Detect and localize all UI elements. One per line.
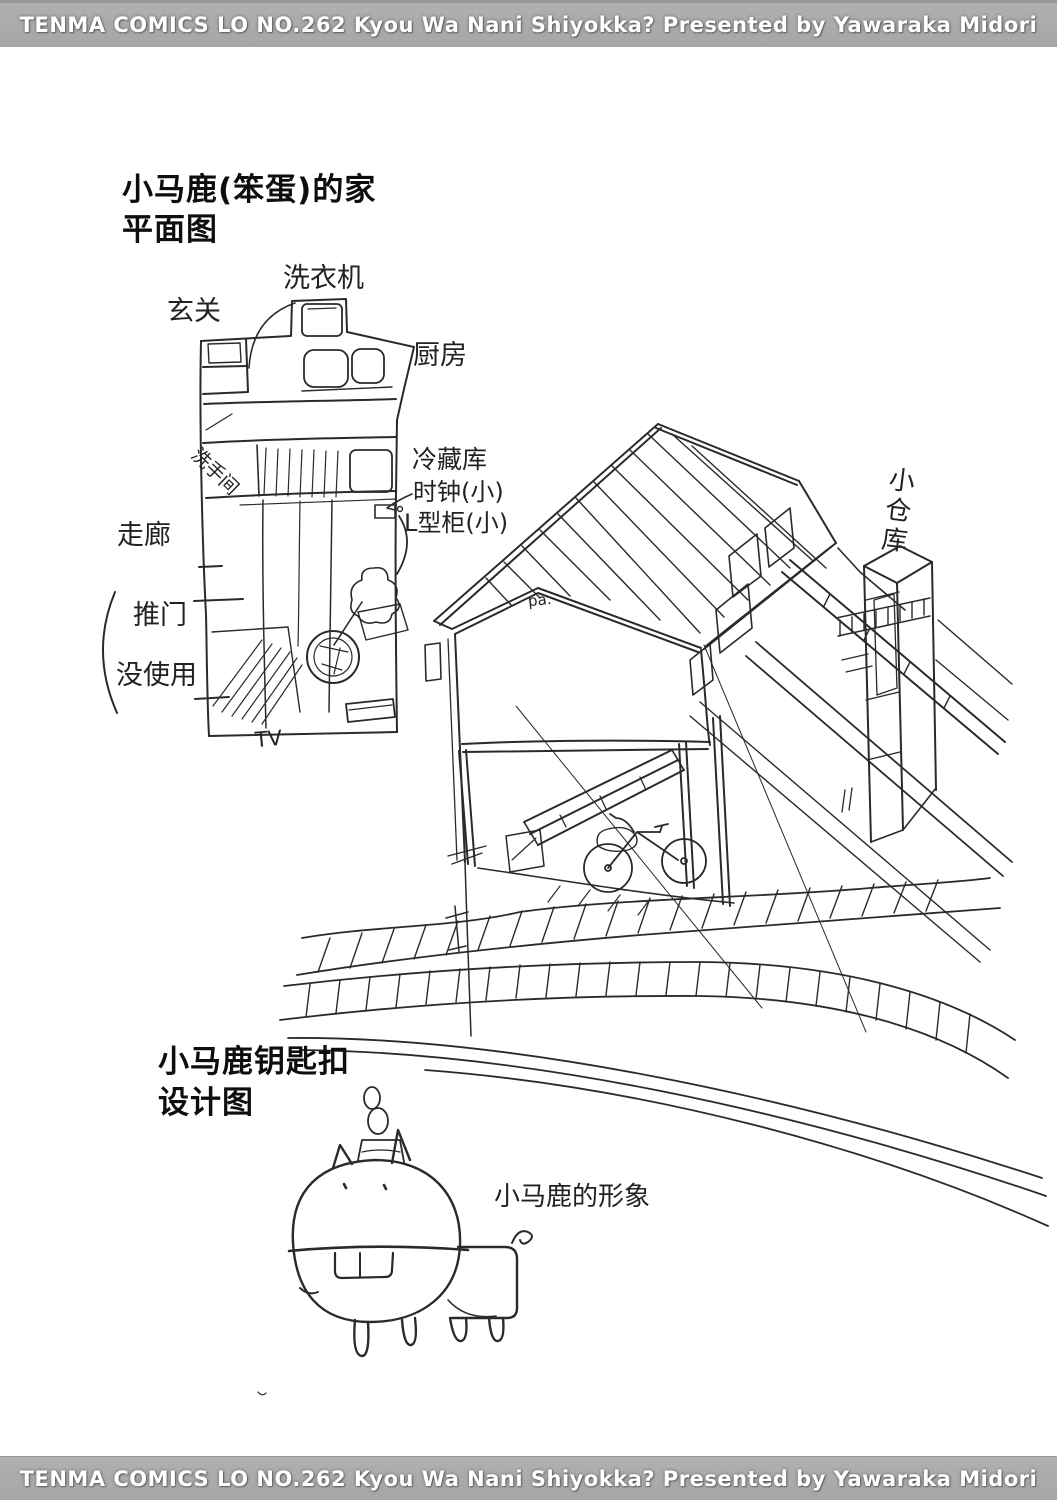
- label-refrigerator: 冷藏库: [412, 445, 488, 474]
- label-not-used: 没使用: [116, 660, 197, 691]
- floor-plan-title-line2: 平面图: [122, 212, 218, 248]
- footer-bar: TENMA COMICS LO NO.262 Kyou Wa Nani Shiy…: [0, 1456, 1057, 1500]
- keychain-title-line2: 设计图: [158, 1085, 254, 1121]
- storage-shed-sketch: [835, 545, 1013, 843]
- label-mascot: 小马鹿的形象: [494, 1182, 651, 1212]
- floor-plan-title-line1: 小马鹿(笨蛋)的家: [122, 172, 377, 208]
- label-tv: TV: [253, 725, 284, 753]
- header-bar: TENMA COMICS LO NO.262 Kyou Wa Nani Shiy…: [0, 0, 1057, 47]
- label-corridor: 走廊: [117, 520, 171, 551]
- label-entrance: 玄关: [167, 296, 221, 327]
- label-kitchen: 厨房: [413, 340, 467, 371]
- footer-credit-text: TENMA COMICS LO NO.262 Kyou Wa Nani Shiy…: [19, 1467, 1038, 1491]
- house-sketch: [433, 423, 1013, 1037]
- label-gable-note: pa.: [527, 589, 553, 611]
- label-push-door: 推门: [133, 600, 187, 631]
- floor-plan-sketch: [102, 298, 442, 737]
- label-washing-machine: 洗衣机: [283, 263, 364, 294]
- header-credit-text: TENMA COMICS LO NO.262 Kyou Wa Nani Shiy…: [19, 13, 1038, 37]
- keychain-title-line1: 小马鹿钥匙扣: [158, 1044, 350, 1080]
- mascot-sketch: [257, 1086, 533, 1396]
- ground-paving-sketch: [279, 877, 1049, 1227]
- label-clock-small: 时钟(小): [413, 478, 504, 506]
- label-l-cabinet-small: L型柜(小): [404, 509, 509, 537]
